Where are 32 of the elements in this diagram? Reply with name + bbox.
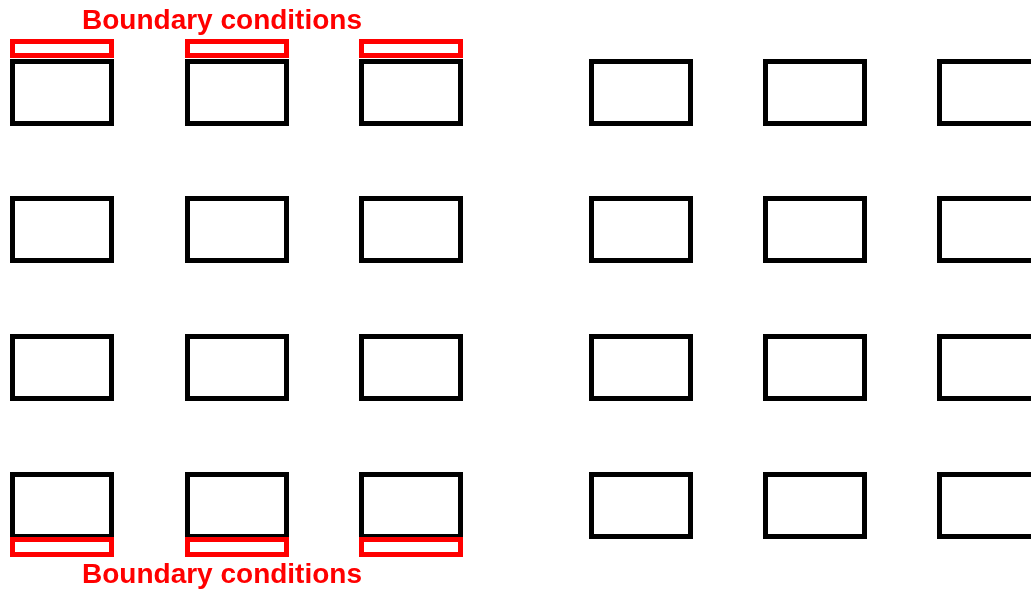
boundary-label: Boundary conditions [82, 558, 362, 590]
boundary-label: Boundary conditions [82, 4, 362, 36]
box-outline [359, 196, 463, 263]
boundary-bar [10, 39, 114, 58]
box-outline [763, 472, 867, 539]
box-outline [359, 59, 463, 126]
box-outline [185, 334, 289, 401]
box-outline [589, 334, 693, 401]
box-outline [359, 334, 463, 401]
box-outline [937, 196, 1031, 263]
box-outline [185, 472, 289, 539]
box-outline [185, 59, 289, 126]
box-outline [763, 334, 867, 401]
box-outline [185, 196, 289, 263]
box-outline [10, 59, 114, 126]
box-outline [937, 334, 1031, 401]
box-outline [937, 472, 1031, 539]
boundary-bar [359, 537, 463, 557]
box-outline [763, 196, 867, 263]
box-outline [10, 472, 114, 539]
box-outline [589, 196, 693, 263]
box-outline [937, 59, 1031, 126]
box-outline [589, 59, 693, 126]
box-outline [10, 196, 114, 263]
box-outline [763, 59, 867, 126]
box-outline [359, 472, 463, 539]
box-outline [10, 334, 114, 401]
boundary-bar [185, 537, 289, 557]
boundary-bar [10, 537, 114, 557]
boundary-bar [185, 39, 289, 58]
boundary-bar [359, 39, 463, 58]
box-outline [589, 472, 693, 539]
